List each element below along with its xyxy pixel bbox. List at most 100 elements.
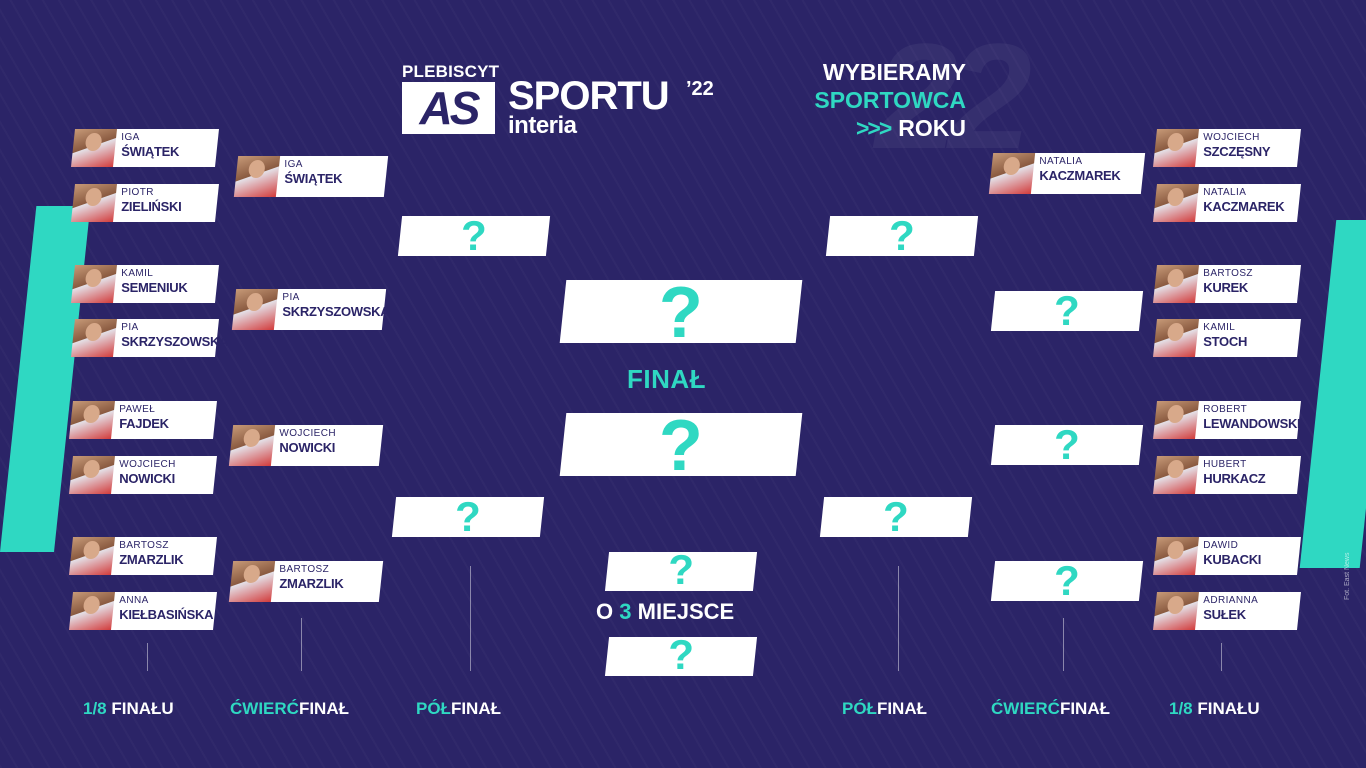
unknown-slot[interactable]: ? <box>990 287 1144 334</box>
player-photo <box>71 184 117 222</box>
unknown-slot[interactable]: ? <box>397 212 551 259</box>
player-last-name: SEMENIUK <box>121 280 188 295</box>
tagline-line3-text: ROKU <box>898 115 966 141</box>
player-photo <box>69 401 115 439</box>
question-mark-icon: ? <box>883 493 909 540</box>
third-place-slot-top[interactable]: ? <box>604 546 758 593</box>
question-mark-icon: ? <box>1054 421 1080 468</box>
logo-as-mark: AS <box>402 82 495 134</box>
player-photo <box>1153 401 1199 439</box>
player-last-name: NOWICKI <box>279 440 336 455</box>
round-label-r16-right: 1/8 FINAŁU <box>1169 699 1260 718</box>
question-mark-icon: ? <box>668 546 694 593</box>
round-label-qf-right: ĆWIERĆFINAŁ <box>991 699 1110 718</box>
third-place-slot-bottom[interactable]: ? <box>604 631 758 678</box>
unknown-slot[interactable]: ? <box>391 493 545 540</box>
question-mark-icon: ? <box>1054 287 1080 334</box>
tagline: WYBIERAMY SPORTOWCA >>>ROKU <box>814 58 966 142</box>
question-mark-icon: ? <box>668 631 694 678</box>
player-photo <box>69 537 115 575</box>
final-slot-bottom[interactable]: ? <box>559 406 803 486</box>
player-first-name: HUBERT <box>1203 459 1247 470</box>
round-divider <box>1221 643 1222 671</box>
player-last-name: KUREK <box>1203 280 1248 295</box>
unknown-slot[interactable]: ? <box>990 421 1144 468</box>
round-divider <box>1063 618 1064 671</box>
player-first-name: BARTOSZ <box>1203 268 1253 279</box>
player-photo <box>1153 319 1199 357</box>
player-first-name: IGA <box>121 132 140 143</box>
player-photo <box>1153 129 1199 167</box>
player-last-name: KACZMAREK <box>1203 199 1285 214</box>
player-first-name: PIA <box>282 292 300 303</box>
round-divider <box>147 643 148 671</box>
third-place-suffix: MIEJSCE <box>637 599 735 624</box>
photo-credit: Fot. East News <box>1344 552 1351 600</box>
player-last-name: SKRZYSZOWSKA <box>121 334 229 349</box>
player-last-name: KUBACKI <box>1203 552 1262 567</box>
player-first-name: KAMIL <box>121 268 154 279</box>
player-last-name: STOCH <box>1203 334 1248 349</box>
player-first-name: BARTOSZ <box>279 564 330 575</box>
unknown-slot[interactable]: ? <box>825 212 979 259</box>
player-last-name: KACZMAREK <box>1039 168 1121 183</box>
player-photo <box>1153 456 1199 494</box>
question-mark-icon: ? <box>1054 557 1080 604</box>
player-photo <box>228 561 276 602</box>
third-place-prefix: O <box>596 599 614 624</box>
player-first-name: PAWEŁ <box>119 404 156 415</box>
player-first-name: WOJCIECH <box>119 459 176 470</box>
logo-year-text: ’22 <box>686 78 714 100</box>
player-photo <box>71 265 117 303</box>
player-photo <box>988 153 1036 194</box>
round-divider <box>470 566 471 671</box>
question-mark-icon: ? <box>461 212 487 259</box>
player-last-name: FAJDEK <box>119 416 169 431</box>
round-divider <box>898 566 899 671</box>
player-photo <box>228 425 276 466</box>
player-last-name: KIEŁBASIŃSKA <box>119 607 214 622</box>
player-last-name: ZMARZLIK <box>279 576 344 591</box>
player-last-name: ŚWIĄTEK <box>121 144 180 159</box>
player-first-name: ADRIANNA <box>1203 595 1259 606</box>
player-photo <box>69 592 115 630</box>
player-photo <box>69 456 115 494</box>
third-place-number: 3 <box>619 599 632 624</box>
tagline-line3: >>>ROKU <box>814 114 966 142</box>
logo-sportu-text: SPORTU <box>508 74 670 118</box>
player-photo <box>231 289 279 330</box>
question-mark-icon: ? <box>658 273 703 353</box>
player-photo <box>1153 265 1199 303</box>
question-mark-icon: ? <box>455 493 481 540</box>
round-label-sf-left: PÓŁFINAŁ <box>416 699 501 718</box>
final-label: FINAŁ <box>627 364 707 394</box>
arrows-icon: >>> <box>855 115 892 141</box>
player-first-name: WOJCIECH <box>1203 132 1260 143</box>
unknown-slot[interactable]: ? <box>990 557 1144 604</box>
unknown-slot[interactable]: ? <box>819 493 973 540</box>
player-first-name: ROBERT <box>1203 404 1248 415</box>
tagline-line1: WYBIERAMY <box>822 59 966 85</box>
final-slot-top[interactable]: ? <box>559 273 803 353</box>
